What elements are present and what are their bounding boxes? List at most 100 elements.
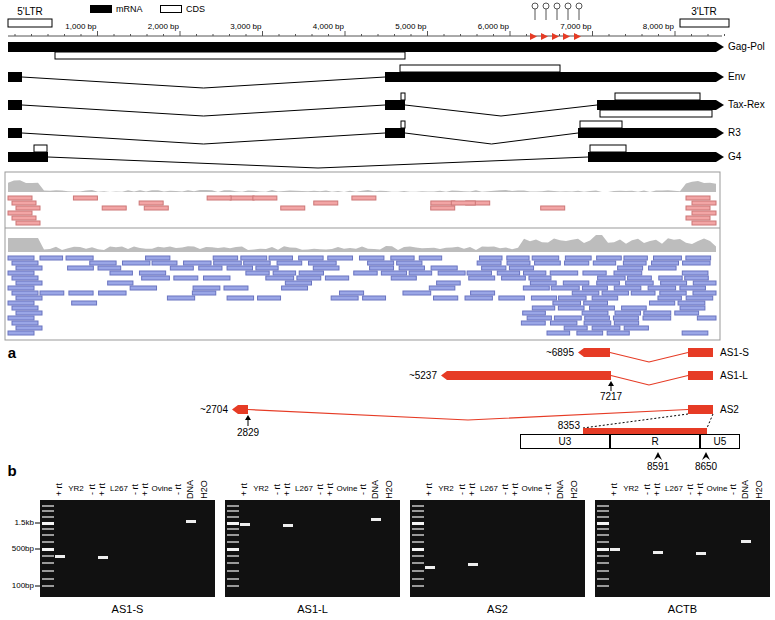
sequence-read bbox=[16, 296, 42, 300]
sequence-read bbox=[282, 286, 308, 290]
lane-label: + rt bbox=[326, 482, 335, 495]
scale-label: 5,000 bp bbox=[395, 23, 426, 31]
ruler-tick bbox=[609, 34, 610, 36]
mrna-exon bbox=[385, 100, 405, 110]
pcr-band bbox=[425, 566, 435, 569]
ruler-tick bbox=[477, 34, 478, 36]
sequence-read bbox=[531, 296, 556, 300]
ladder-band bbox=[42, 534, 54, 536]
marker-tick bbox=[35, 549, 40, 550]
pcr-band bbox=[468, 563, 478, 566]
sequence-read bbox=[523, 286, 549, 290]
pointer-line bbox=[248, 419, 249, 426]
sequence-read bbox=[624, 256, 647, 260]
lane-label: + rt bbox=[610, 482, 619, 495]
sequence-read bbox=[622, 306, 647, 310]
transcript-name: R3 bbox=[728, 128, 741, 138]
sequence-read bbox=[685, 276, 709, 280]
intron-line bbox=[22, 105, 385, 116]
sequence-read bbox=[509, 266, 533, 270]
sequence-read bbox=[297, 276, 321, 280]
splice-line bbox=[611, 376, 688, 386]
ruler-tick bbox=[295, 34, 296, 36]
lane-label: + rt bbox=[141, 482, 150, 495]
sequence-read bbox=[559, 296, 586, 300]
primer-arrow bbox=[702, 452, 710, 460]
sequence-read bbox=[521, 321, 545, 325]
ruler-tick bbox=[64, 34, 65, 36]
ladder-band bbox=[412, 534, 424, 536]
sequence-read bbox=[624, 326, 648, 330]
sequence-read bbox=[686, 206, 710, 210]
sequence-read bbox=[554, 316, 581, 320]
sequence-read bbox=[499, 296, 525, 300]
sequence-read bbox=[230, 196, 254, 200]
sequence-read bbox=[73, 196, 97, 200]
ladder-band bbox=[597, 516, 609, 518]
mrna-exon bbox=[588, 152, 724, 162]
signal-triangle bbox=[574, 33, 581, 40]
signal-triangle bbox=[541, 33, 548, 40]
stem-loop bbox=[557, 9, 558, 20]
lane-label: - rt bbox=[359, 484, 368, 495]
ladder-band bbox=[412, 510, 424, 512]
region-label: U3 bbox=[559, 437, 572, 447]
sequence-read bbox=[214, 261, 242, 265]
sequence-read bbox=[590, 306, 615, 310]
signal-triangle bbox=[530, 33, 537, 40]
ladder-band bbox=[597, 548, 609, 551]
ruler-tick bbox=[675, 31, 676, 36]
ruler-tick bbox=[262, 31, 263, 36]
sequence-read bbox=[370, 266, 394, 270]
stem-loop bbox=[543, 3, 549, 9]
sequence-read bbox=[527, 316, 551, 320]
stem-loop bbox=[532, 3, 538, 9]
ltr-region-box: U3 bbox=[520, 434, 610, 449]
lane-label: + rt bbox=[425, 482, 434, 495]
ruler-tick bbox=[444, 34, 445, 36]
panel-letter: a bbox=[8, 345, 16, 360]
sequence-read bbox=[692, 221, 716, 225]
ladder-band bbox=[227, 510, 239, 512]
sequence-read bbox=[615, 311, 640, 315]
sequence-read bbox=[8, 196, 32, 200]
gel-title: ACTB bbox=[668, 604, 697, 615]
splice-line bbox=[248, 410, 688, 421]
sequence-read bbox=[471, 291, 495, 295]
antisense-exon bbox=[441, 371, 611, 380]
sequence-read bbox=[626, 281, 654, 285]
sequence-read bbox=[686, 256, 711, 260]
ladder-band bbox=[42, 570, 54, 572]
transcript-name: AS1-S bbox=[720, 348, 749, 358]
splice-line bbox=[610, 353, 688, 363]
ruler-tick bbox=[345, 31, 346, 36]
mrna-exon bbox=[385, 72, 724, 82]
sequence-read bbox=[8, 316, 34, 320]
coordinate-label: 8353 bbox=[558, 421, 580, 431]
lane-label: H2O bbox=[569, 480, 578, 499]
sequence-read bbox=[184, 261, 211, 265]
ladder-band bbox=[42, 548, 54, 551]
sequence-read bbox=[192, 291, 215, 295]
sequence-read bbox=[530, 281, 556, 285]
pcr-band bbox=[283, 524, 293, 527]
transcript-name: AS1-L bbox=[720, 371, 748, 381]
sequence-read bbox=[12, 306, 38, 310]
sequence-read bbox=[8, 211, 32, 215]
sequence-read bbox=[281, 206, 305, 210]
sequence-read bbox=[309, 261, 337, 265]
sequence-read bbox=[558, 306, 584, 310]
sequence-read bbox=[680, 306, 705, 310]
ruler-tick bbox=[361, 34, 362, 36]
cds-box bbox=[55, 52, 405, 59]
ruler-tick bbox=[31, 34, 32, 36]
gel-title: AS2 bbox=[487, 604, 508, 615]
sequence-read bbox=[429, 286, 455, 290]
ladder-band bbox=[412, 528, 424, 530]
sequence-read bbox=[553, 301, 581, 305]
sequence-read bbox=[467, 271, 491, 275]
lane-label: + rt bbox=[240, 482, 249, 495]
mrna-exon bbox=[597, 100, 724, 110]
sequence-read bbox=[480, 256, 503, 260]
pcr-band bbox=[741, 540, 751, 543]
